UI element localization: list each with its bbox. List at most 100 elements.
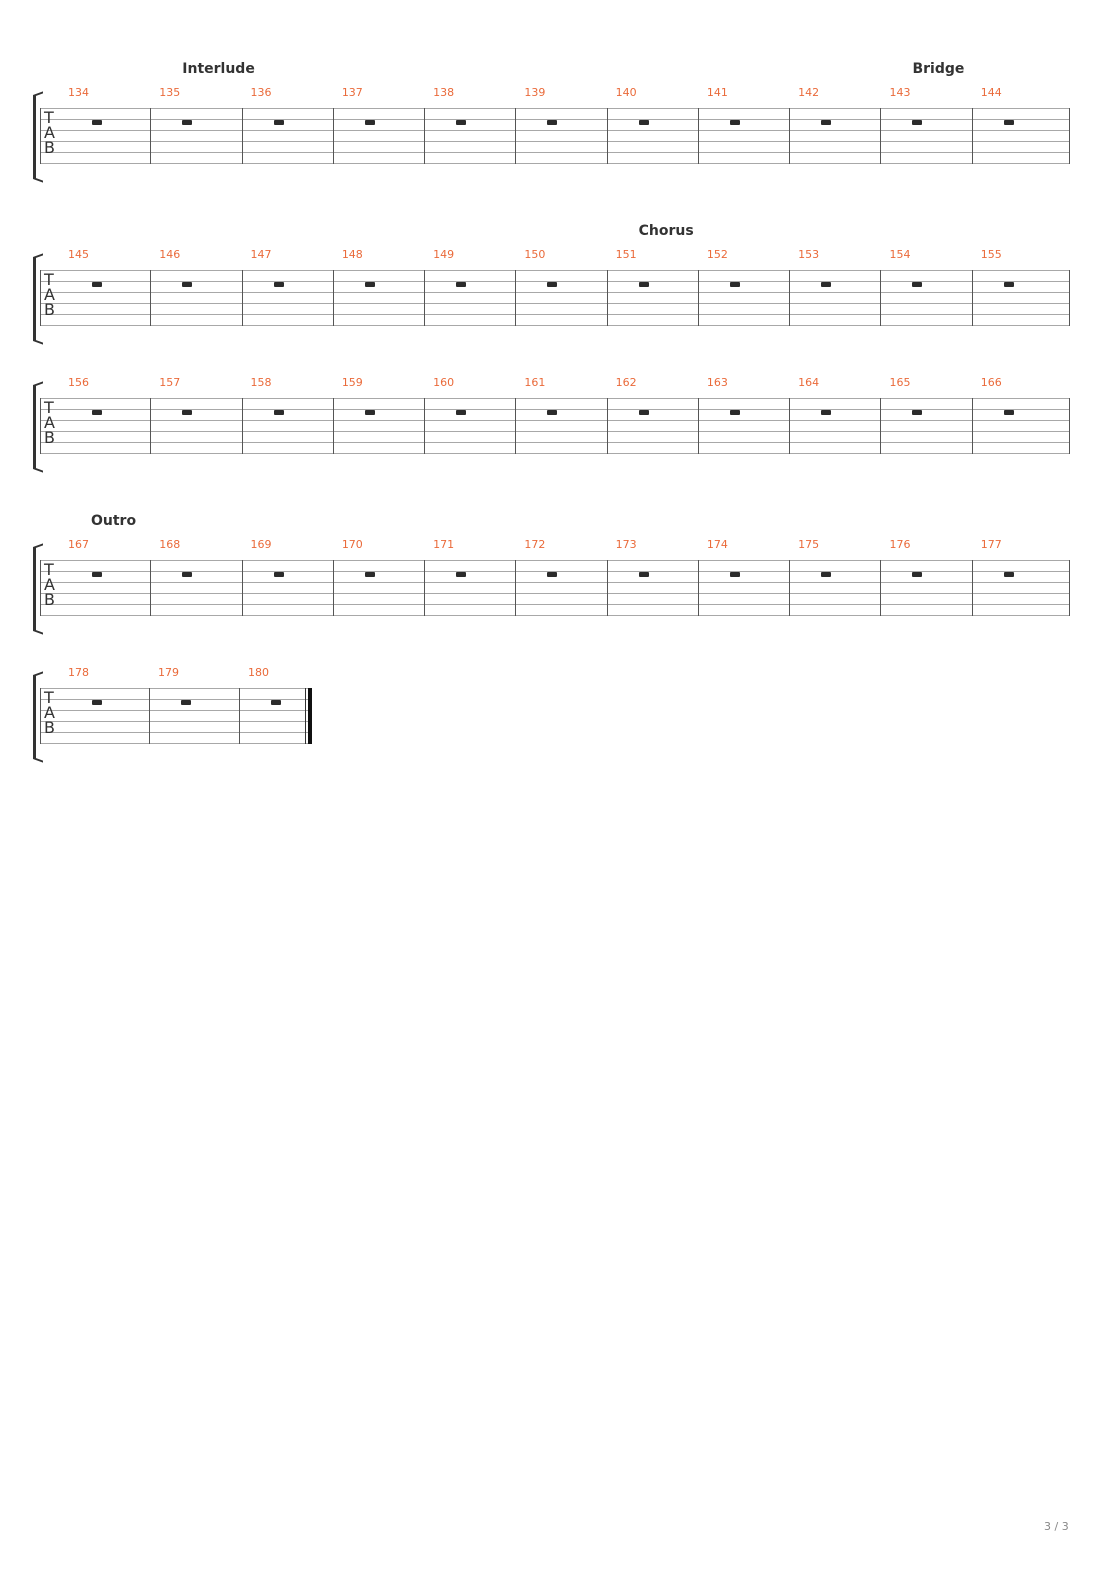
bar-number: 167 <box>68 538 89 551</box>
bar-number: 149 <box>433 248 455 261</box>
barline <box>150 270 151 326</box>
whole-rest <box>729 410 740 415</box>
staff-line <box>40 409 1070 410</box>
barline <box>972 398 973 454</box>
whole-rest <box>364 282 375 287</box>
tab-clef-letter: A <box>44 413 55 432</box>
barline <box>698 108 699 164</box>
tab-clef-letter: B <box>44 138 55 157</box>
barline <box>424 398 425 454</box>
barline <box>880 270 881 326</box>
bar-number: 176 <box>889 538 911 551</box>
bar-number: 138 <box>433 86 455 99</box>
staff-line <box>40 130 1070 131</box>
whole-rest <box>821 282 832 287</box>
staff-line <box>40 721 311 722</box>
tab-clef-letter: B <box>44 428 55 447</box>
barline <box>880 560 881 616</box>
barline <box>789 108 790 164</box>
staff-line <box>40 292 1070 293</box>
whole-rest <box>729 572 740 577</box>
barline <box>515 398 516 454</box>
staff-line <box>40 325 1070 326</box>
whole-rest <box>638 282 649 287</box>
tab-clef-letter: B <box>44 718 55 737</box>
bar-number: 159 <box>341 376 363 389</box>
bar-number: 177 <box>980 538 1002 551</box>
bar-number: 141 <box>706 86 728 99</box>
staff-line <box>40 270 1070 271</box>
whole-rest <box>1003 120 1014 125</box>
barline <box>150 108 151 164</box>
bar-number: 154 <box>889 248 911 261</box>
tab-clef-letter: A <box>44 575 55 594</box>
staff-line <box>40 582 1070 583</box>
bar-number: 171 <box>433 538 455 551</box>
tab-clef-letter: T <box>44 688 54 707</box>
bar-number: 175 <box>798 538 820 551</box>
staff-line <box>40 303 1070 304</box>
whole-rest <box>638 410 649 415</box>
whole-rest <box>182 410 193 415</box>
system-bracket <box>33 385 39 469</box>
whole-rest <box>364 120 375 125</box>
bar-number: 165 <box>889 376 911 389</box>
whole-rest <box>729 120 740 125</box>
tab-clef-letter: B <box>44 300 55 319</box>
whole-rest <box>547 410 558 415</box>
bar-number: 155 <box>980 248 1002 261</box>
bar-number: 144 <box>980 86 1002 99</box>
staff-line <box>40 615 1070 616</box>
bar-number: 157 <box>159 376 181 389</box>
barline <box>698 560 699 616</box>
staff-line <box>40 119 1070 120</box>
whole-rest <box>181 700 191 705</box>
barline <box>424 108 425 164</box>
barline <box>607 398 608 454</box>
bar-number: 160 <box>433 376 455 389</box>
staff-line <box>40 710 311 711</box>
bar-number: 150 <box>524 248 546 261</box>
barline <box>515 560 516 616</box>
bar-number: 142 <box>798 86 820 99</box>
barline <box>424 560 425 616</box>
whole-rest <box>456 282 467 287</box>
whole-rest <box>1003 572 1014 577</box>
system-bracket <box>33 547 39 631</box>
whole-rest <box>456 120 467 125</box>
staff-line <box>40 152 1070 153</box>
barline <box>333 560 334 616</box>
bar-number: 152 <box>706 248 728 261</box>
bar-number: 174 <box>706 538 728 551</box>
barline <box>515 108 516 164</box>
final-barline-thin <box>305 688 306 744</box>
whole-rest <box>273 572 284 577</box>
start-barline <box>40 398 41 454</box>
bar-number: 180 <box>248 666 269 679</box>
barline <box>789 270 790 326</box>
bar-number: 140 <box>615 86 637 99</box>
barline <box>1069 270 1070 326</box>
start-barline <box>40 270 41 326</box>
bar-number: 147 <box>250 248 272 261</box>
bar-number: 136 <box>250 86 272 99</box>
start-barline <box>40 688 41 744</box>
whole-rest <box>1003 282 1014 287</box>
whole-rest <box>364 410 375 415</box>
whole-rest <box>821 410 832 415</box>
staff-line <box>40 743 311 744</box>
bar-number: 168 <box>159 538 181 551</box>
barline <box>698 398 699 454</box>
bar-number: 153 <box>798 248 820 261</box>
bar-number: 143 <box>889 86 911 99</box>
barline <box>242 108 243 164</box>
bar-number: 172 <box>524 538 546 551</box>
system-bracket <box>33 675 39 759</box>
barline <box>698 270 699 326</box>
barline <box>880 398 881 454</box>
barline <box>789 398 790 454</box>
